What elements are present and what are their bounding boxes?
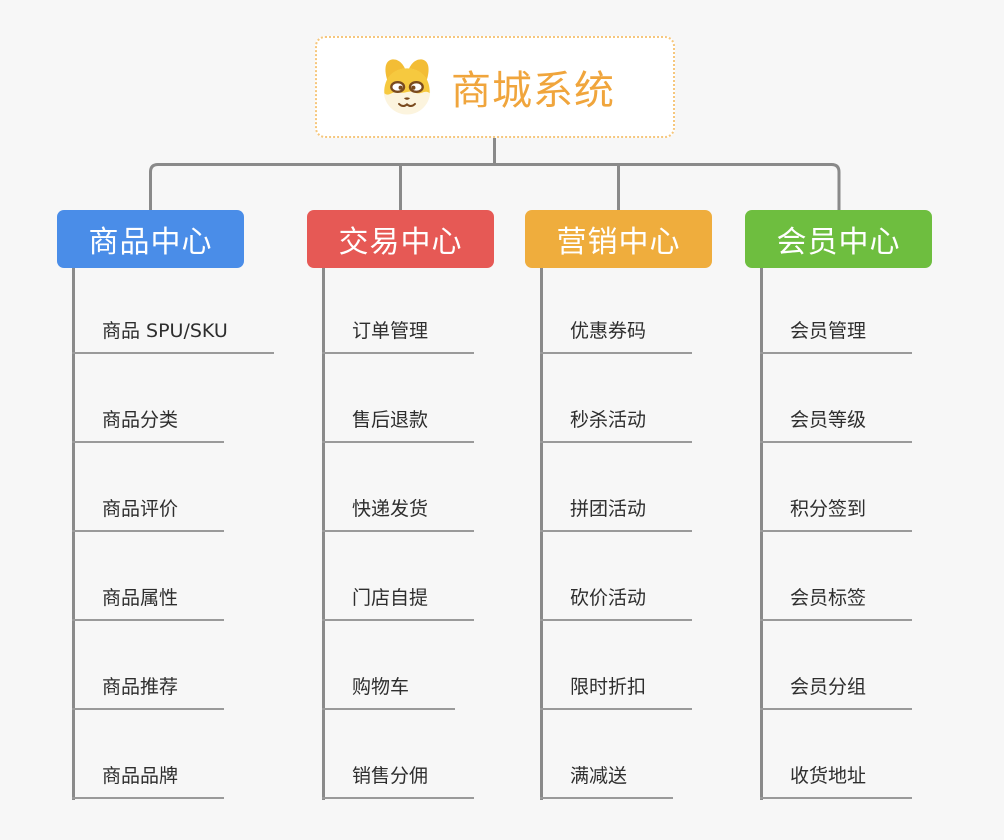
- branch-node-marketing-center[interactable]: 营销中心: [525, 210, 712, 268]
- leaf-node[interactable]: 拼团活动: [540, 494, 693, 532]
- leaf-node[interactable]: 积分签到: [760, 494, 913, 532]
- leaf-node[interactable]: 限时折扣: [540, 672, 693, 710]
- leaf-node[interactable]: 商品属性: [72, 583, 225, 621]
- leaf-node[interactable]: 门店自提: [322, 583, 475, 621]
- leaf-list: 订单管理 售后退款 快递发货 门店自提 购物车 销售分佣: [322, 268, 562, 799]
- leaf-node[interactable]: 满减送: [540, 761, 674, 799]
- branch-node-member-center[interactable]: 会员中心: [745, 210, 932, 268]
- leaf-row: 商品分类: [72, 354, 312, 443]
- branch-node-trade-center[interactable]: 交易中心: [307, 210, 494, 268]
- doge-icon: [383, 59, 431, 115]
- leaf-node[interactable]: 砍价活动: [540, 583, 693, 621]
- leaf-node[interactable]: 秒杀活动: [540, 405, 693, 443]
- branch-child-line: [540, 268, 543, 800]
- leaf-row: 门店自提: [322, 532, 562, 621]
- branch-column-marketing: 营销中心 优惠券码 秒杀活动 拼团活动 砍价活动 限时折扣 满减送: [525, 210, 785, 800]
- branch-node-product-center[interactable]: 商品中心: [57, 210, 244, 268]
- root-title: 商城系统: [451, 68, 615, 114]
- leaf-node[interactable]: 购物车: [322, 672, 456, 710]
- leaf-list: 优惠券码 秒杀活动 拼团活动 砍价活动 限时折扣 满减送: [540, 268, 780, 799]
- leaf-node[interactable]: 商品 SPU/SKU: [72, 316, 274, 354]
- leaf-row: 收货地址: [760, 710, 1000, 799]
- leaf-row: 会员管理: [760, 268, 1000, 354]
- branch-child-line: [322, 268, 325, 800]
- leaf-row: 商品属性: [72, 532, 312, 621]
- leaf-row: 积分签到: [760, 443, 1000, 532]
- leaf-row: 优惠券码: [540, 268, 780, 354]
- branch-rail-line: [149, 163, 841, 210]
- leaf-row: 限时折扣: [540, 621, 780, 710]
- leaf-row: 订单管理: [322, 268, 562, 354]
- leaf-node[interactable]: 会员分组: [760, 672, 913, 710]
- leaf-row: 商品推荐: [72, 621, 312, 710]
- leaf-row: 快递发货: [322, 443, 562, 532]
- branch-child-line: [72, 268, 75, 800]
- leaf-row: 商品 SPU/SKU: [72, 268, 312, 354]
- leaf-node[interactable]: 快递发货: [322, 494, 475, 532]
- leaf-row: 秒杀活动: [540, 354, 780, 443]
- leaf-row: 拼团活动: [540, 443, 780, 532]
- leaf-node[interactable]: 会员标签: [760, 583, 913, 621]
- leaf-node[interactable]: 订单管理: [322, 316, 475, 354]
- leaf-node[interactable]: 商品评价: [72, 494, 225, 532]
- root-node[interactable]: 商城系统: [315, 36, 675, 138]
- leaf-list: 会员管理 会员等级 积分签到 会员标签 会员分组 收货地址: [760, 268, 1000, 799]
- leaf-list: 商品 SPU/SKU 商品分类 商品评价 商品属性 商品推荐 商品品牌: [72, 268, 312, 799]
- leaf-node[interactable]: 会员等级: [760, 405, 913, 443]
- leaf-row: 商品评价: [72, 443, 312, 532]
- leaf-node[interactable]: 收货地址: [760, 761, 913, 799]
- leaf-node[interactable]: 售后退款: [322, 405, 475, 443]
- branch-column-product: 商品中心 商品 SPU/SKU 商品分类 商品评价 商品属性 商品推荐 商品品牌: [57, 210, 317, 800]
- leaf-node[interactable]: 会员管理: [760, 316, 913, 354]
- leaf-node[interactable]: 商品推荐: [72, 672, 225, 710]
- leaf-row: 销售分佣: [322, 710, 562, 799]
- leaf-row: 商品品牌: [72, 710, 312, 799]
- leaf-node[interactable]: 销售分佣: [322, 761, 475, 799]
- leaf-row: 会员等级: [760, 354, 1000, 443]
- branch-column-member: 会员中心 会员管理 会员等级 积分签到 会员标签 会员分组 收货地址: [745, 210, 1004, 800]
- leaf-row: 满减送: [540, 710, 780, 799]
- leaf-row: 会员分组: [760, 621, 1000, 710]
- leaf-row: 会员标签: [760, 532, 1000, 621]
- leaf-node[interactable]: 商品品牌: [72, 761, 225, 799]
- branch-column-trade: 交易中心 订单管理 售后退款 快递发货 门店自提 购物车 销售分佣: [307, 210, 567, 800]
- leaf-node[interactable]: 商品分类: [72, 405, 225, 443]
- branch-child-line: [760, 268, 763, 800]
- leaf-row: 购物车: [322, 621, 562, 710]
- leaf-row: 砍价活动: [540, 532, 780, 621]
- leaf-row: 售后退款: [322, 354, 562, 443]
- leaf-node[interactable]: 优惠券码: [540, 316, 693, 354]
